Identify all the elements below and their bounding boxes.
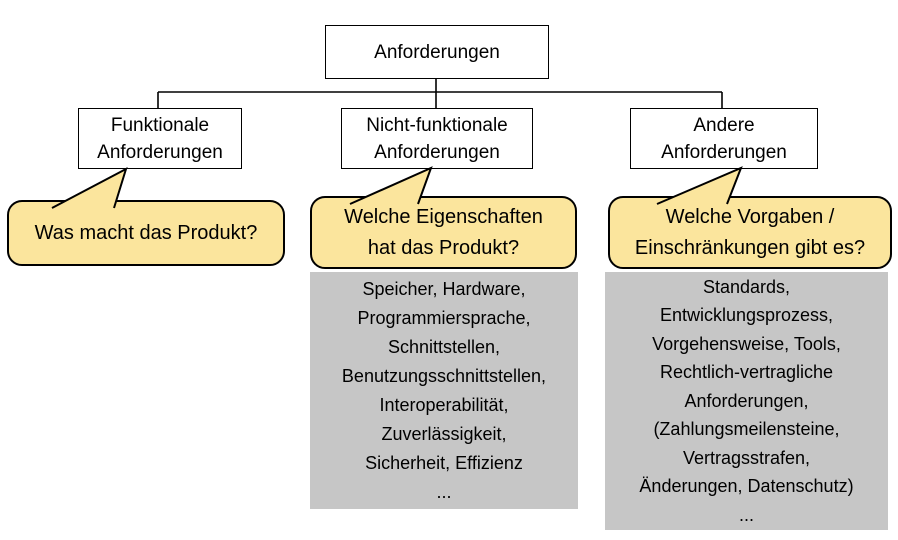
examples-andere: Standards, Entwicklungsprozess, Vorgehen… [605, 272, 888, 530]
root-node-anforderungen: Anforderungen [325, 25, 549, 79]
examples-nicht-funktionale: Speicher, Hardware, Programmiersprache, … [310, 272, 578, 509]
callout-nicht-funktionale-question: Welche Eigenschaften hat das Produkt? [310, 196, 577, 269]
callout-andere-question: Welche Vorgaben / Einschränkungen gibt e… [608, 196, 892, 269]
node-andere-anforderungen: Andere Anforderungen [630, 108, 818, 169]
node-nicht-funktionale-anforderungen: Nicht-funktionale Anforderungen [341, 108, 533, 169]
callout-funktionale-question: Was macht das Produkt? [7, 200, 285, 266]
node-funktionale-anforderungen: Funktionale Anforderungen [78, 108, 242, 169]
